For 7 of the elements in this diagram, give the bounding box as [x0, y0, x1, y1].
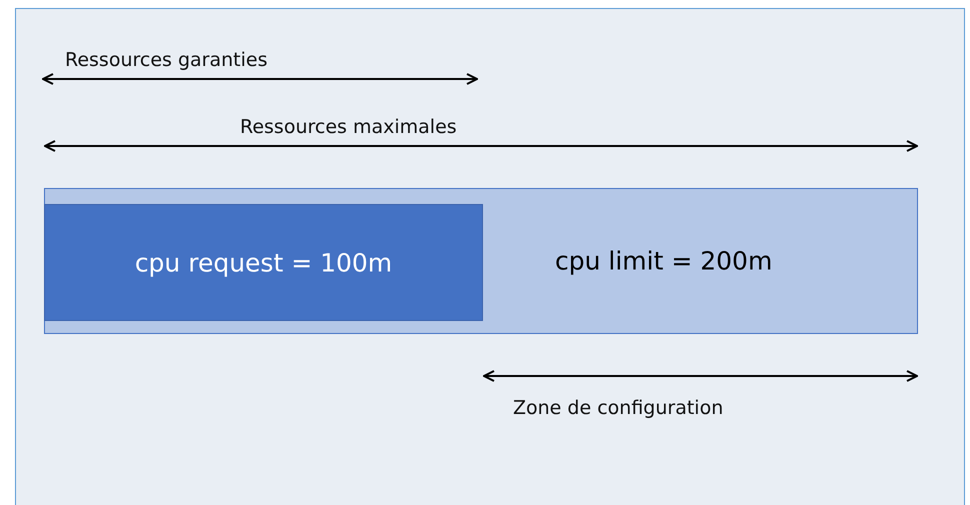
bar-label: cpu limit = 200m — [555, 246, 772, 276]
bar-label: cpu request = 100m — [134, 248, 394, 277]
request-bar — [44, 204, 483, 321]
limit-bar — [44, 188, 918, 334]
dimension-label: Ressources maximales — [240, 116, 457, 138]
dimension-label: Zone de configuration — [513, 397, 724, 419]
dimension-label: Ressources garanties — [65, 49, 268, 71]
